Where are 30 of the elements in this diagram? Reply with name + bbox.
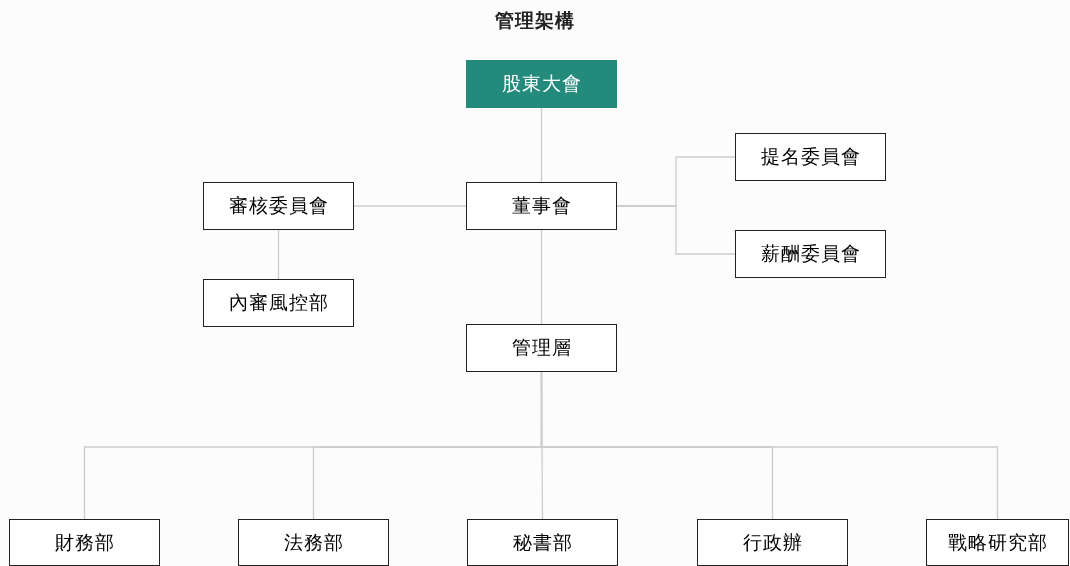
connector-line	[277, 229, 280, 280]
org-box	[466, 324, 617, 372]
box-label: 內審風控部	[228, 290, 329, 315]
connector-line	[353, 205, 467, 207]
box-label: 提名委員會	[760, 144, 861, 169]
org-box	[238, 519, 389, 566]
connector-line	[540, 229, 543, 325]
org-box	[203, 279, 354, 327]
box-label: 薪酬委員會	[760, 241, 861, 266]
org-box	[697, 519, 848, 566]
chart-title: 管理架構	[495, 9, 575, 31]
org-box	[9, 519, 160, 566]
box-label: 秘書部	[512, 529, 573, 555]
org-box	[203, 182, 354, 230]
box-label: 戰略研究部	[947, 529, 1048, 555]
org-box	[735, 133, 886, 181]
box-label: 管理層	[511, 335, 572, 360]
org-box	[467, 519, 618, 566]
box-label: 法務部	[283, 529, 344, 555]
box-label: 審核委員會	[228, 193, 329, 218]
org-box	[466, 182, 617, 230]
box-label: 股東大會	[501, 71, 582, 96]
org-box	[926, 519, 1069, 566]
box-label: 行政辦	[742, 529, 803, 555]
org-box	[735, 230, 886, 278]
box-label: 財務部	[54, 529, 115, 555]
box-label: 董事會	[511, 193, 572, 218]
connector-line	[540, 107, 543, 183]
highlighted-box	[466, 60, 617, 108]
connector-line	[616, 205, 736, 255]
